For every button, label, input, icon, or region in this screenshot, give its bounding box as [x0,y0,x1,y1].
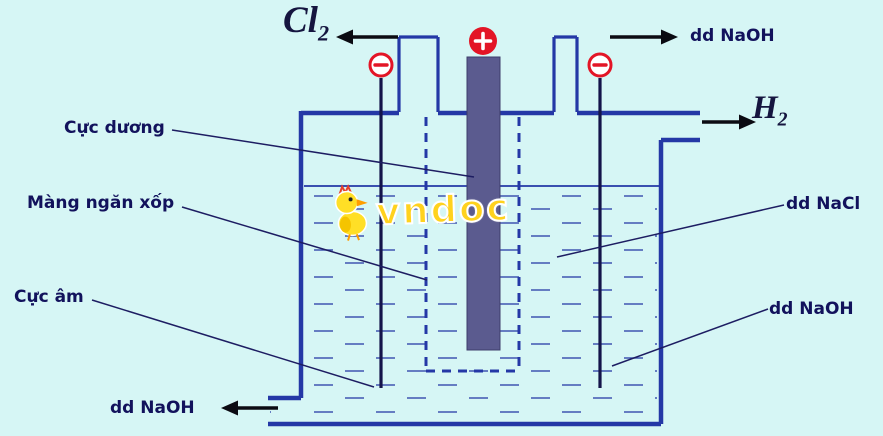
naoh-bottom-arrow [221,400,278,416]
naoh-bottom-label: dd NaOH [110,398,195,418]
cl2-arrow [336,29,398,45]
leader-anode-label [171,129,475,178]
plus-terminal-icon [469,27,497,55]
naoh-right-label: dd NaOH [769,299,854,319]
anode-label: Cực dương [64,118,165,138]
naoh-top-label: dd NaOH [690,26,775,46]
cathode-label: Cực âm [14,287,84,307]
minus-terminal-left-icon [368,52,394,78]
naoh-top-arrow [610,29,678,45]
leader-membrane-label [181,206,428,281]
membrane-label: Màng ngăn xốp [27,193,175,213]
watermark-text: vndoc [374,184,512,234]
chick-icon [334,184,368,241]
h2-arrow [702,114,756,130]
anode-electrode [466,56,501,351]
leader-cathode-label [91,299,375,388]
naoh-outlet-tube [552,35,579,112]
nacl-right-label: dd NaCl [786,194,861,214]
vessel-outline [268,110,700,427]
porous-membrane [424,117,521,373]
leader-naoh-right-label [611,308,769,367]
cl2-collection-tube [397,35,440,112]
leader-nacl-label [556,204,785,258]
watermark: vndoc [329,178,512,242]
h2-label: H2 [752,90,788,131]
minus-terminal-right-icon [587,52,613,78]
cl2-label: Cl2 [283,0,330,46]
